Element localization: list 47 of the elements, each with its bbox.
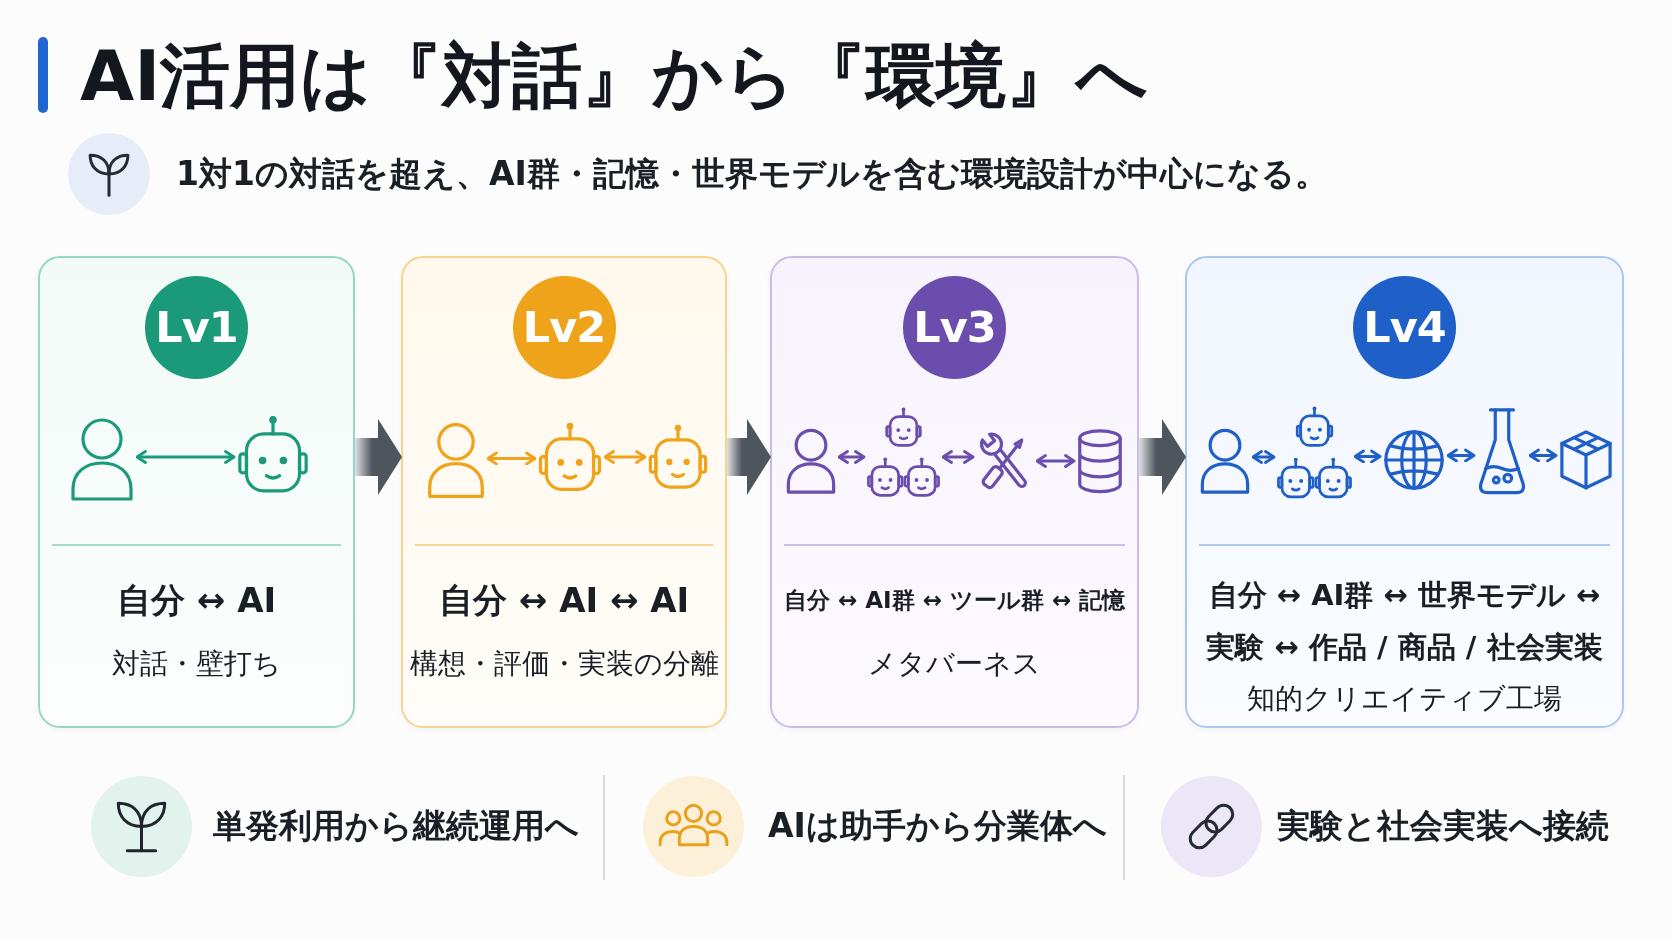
robot-group-icon bbox=[1277, 405, 1352, 501]
double-arrow bbox=[135, 450, 236, 464]
level-badge: Lv4 bbox=[1353, 275, 1456, 379]
double-arrow bbox=[1251, 450, 1276, 464]
summary-text: 単発利用から継続運用へ bbox=[213, 804, 579, 847]
double-arrow bbox=[486, 451, 537, 466]
double-arrow bbox=[1035, 454, 1076, 468]
level-badge: Lv1 bbox=[145, 275, 248, 379]
relation-text: 自分 ↔ AI ↔ AI bbox=[439, 579, 690, 622]
block-arrow bbox=[355, 419, 402, 495]
person-icon bbox=[786, 428, 836, 494]
robot-group-icon bbox=[867, 406, 940, 500]
double-arrow bbox=[603, 450, 647, 464]
level-card bbox=[38, 256, 355, 728]
cube-icon bbox=[1559, 429, 1613, 491]
robot-icon bbox=[538, 421, 602, 493]
double-arrow bbox=[1446, 448, 1476, 463]
level-card bbox=[1185, 256, 1624, 728]
relation-text: 自分 ↔ AI群 ↔ ツール群 ↔ 記憶 bbox=[784, 586, 1126, 615]
summary-text: 実験と社会実装へ接続 bbox=[1277, 804, 1609, 847]
double-arrow bbox=[941, 450, 975, 464]
relation-text: 自分 ↔ AI bbox=[117, 579, 277, 622]
robot-icon bbox=[237, 415, 309, 495]
double-arrow bbox=[1528, 448, 1558, 463]
subtitle: 1対1の対話を超え、AI群・記憶・世界モデルを含む環境設計が中心になる。 bbox=[176, 152, 1328, 195]
level-badge: Lv2 bbox=[512, 275, 616, 379]
relation-text: 自分 ↔ AI群 ↔ 世界モデル ↔ 実験 ↔ 作品 / 商品 / 社会実装 bbox=[1205, 577, 1604, 666]
block-arrow bbox=[727, 419, 771, 495]
description-text: 構想・評価・実装の分離 bbox=[409, 646, 719, 682]
globe-icon bbox=[1383, 429, 1445, 491]
person-icon bbox=[427, 421, 485, 499]
title: AI活用は『対話』から『環境』へ bbox=[80, 34, 1149, 119]
block-arrow bbox=[1139, 419, 1186, 495]
person-icon bbox=[1200, 428, 1250, 494]
database-icon bbox=[1077, 428, 1123, 494]
double-arrow bbox=[1353, 449, 1382, 464]
level-card bbox=[770, 256, 1139, 728]
level-card bbox=[401, 256, 727, 728]
level-badge: Lv3 bbox=[903, 275, 1006, 379]
double-arrow bbox=[837, 450, 866, 464]
description-text: 対話・壁打ち bbox=[112, 646, 281, 682]
robot-icon bbox=[648, 423, 708, 491]
summary-text: AIは助手から分業体へ bbox=[768, 804, 1107, 847]
flask-icon bbox=[1477, 406, 1527, 496]
description-text: 知的クリエイティブ工場 bbox=[1247, 681, 1562, 717]
person-icon bbox=[70, 417, 134, 501]
description-text: メタバーネス bbox=[868, 646, 1041, 682]
